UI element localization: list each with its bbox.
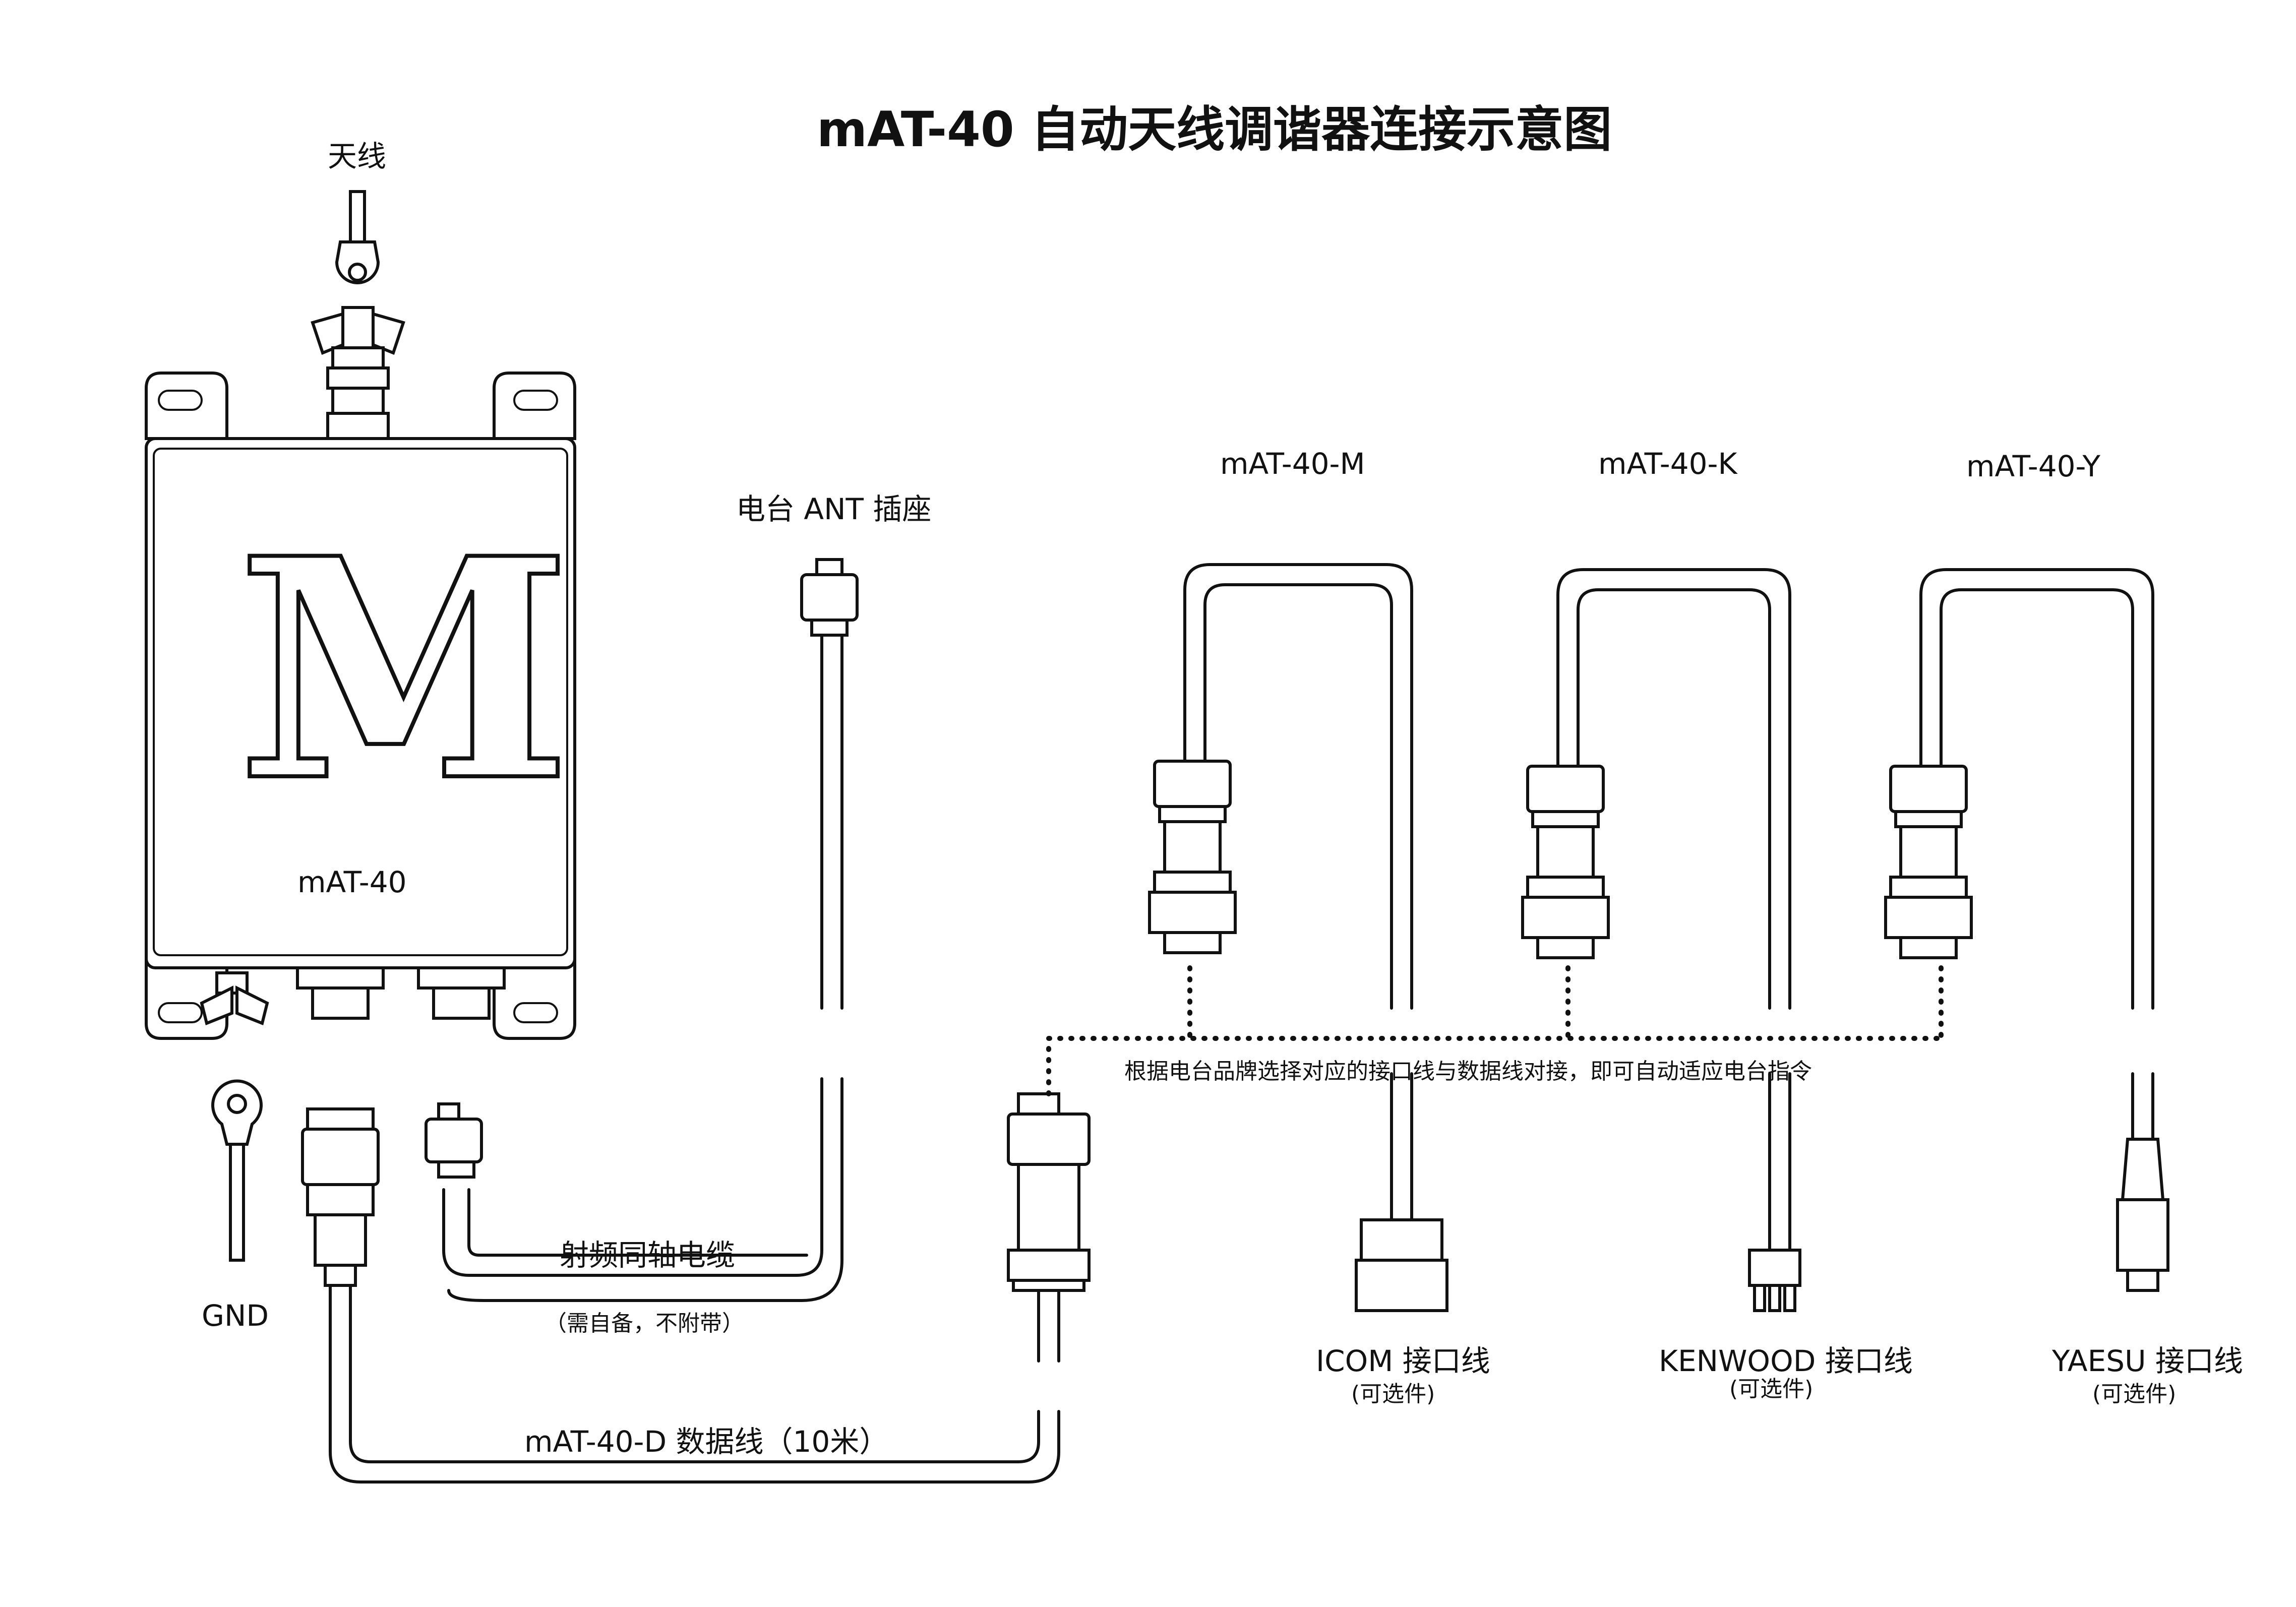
- adapter-k-interface: KENWOOD 接口线: [1659, 1344, 1913, 1378]
- coax-plug: [425, 1102, 483, 1179]
- adapter-y-model: mAT-40-Y: [1966, 449, 2101, 483]
- adapter-m-plug: [1148, 760, 1237, 954]
- antenna-label: 天线: [328, 139, 386, 173]
- coax-label: 射频同轴电缆: [560, 1238, 735, 1272]
- data-cable-plug-tuner-end: [301, 1107, 380, 1287]
- adapter-k-optional: (可选件): [1729, 1376, 1813, 1402]
- adapter-m-interface: ICOM 接口线: [1316, 1344, 1490, 1378]
- tuner-logo: M: [237, 492, 572, 848]
- antenna-ring-terminal: [335, 190, 380, 284]
- adapter-k-model: mAT-40-K: [1598, 447, 1738, 481]
- data-cable: [329, 1284, 1060, 1484]
- dotted-link-bus: [1046, 965, 1944, 1096]
- antenna-wing-nut: [311, 306, 405, 440]
- adapter-m-cable: [1183, 563, 1413, 1221]
- tuner-enclosure: [145, 372, 576, 1040]
- yaesu-connector: [2116, 1138, 2169, 1292]
- adapter-m-model: mAT-40-M: [1220, 447, 1365, 481]
- adapter-k-plug: [1521, 765, 1610, 959]
- instruction-note: 根据电台品牌选择对应的接口线与数据线对接，即可自动适应电台指令: [1124, 1059, 1812, 1084]
- gnd-label: GND: [202, 1299, 269, 1333]
- adapter-k-cable: [1556, 568, 1791, 1252]
- icom-connector: [1355, 1218, 1448, 1312]
- data-cable-plug-adapter-end: [1007, 1092, 1091, 1292]
- tuner-model-label: mAT-40: [297, 865, 407, 899]
- adapter-y-cable: [1919, 568, 2154, 1141]
- tuner-gnd-terminal: [200, 971, 269, 1026]
- kenwood-connector: [1748, 1249, 1801, 1312]
- tuner-data-port: [296, 966, 385, 1020]
- diagram-title: mAT-40 自动天线调谐器连接示意图: [817, 101, 1612, 158]
- adapter-y-optional: (可选件): [2092, 1381, 2176, 1407]
- gnd-ring-terminal: [211, 1079, 263, 1262]
- adapter-m-optional: (可选件): [1351, 1381, 1435, 1407]
- coax-cable: [442, 634, 843, 1302]
- adapter-y-interface: YAESU 接口线: [2051, 1344, 2243, 1378]
- data-cable-tail: [1037, 1289, 1060, 1363]
- adapter-y-plug: [1884, 765, 1973, 959]
- coax-note: （需自备，不附带）: [545, 1311, 744, 1336]
- tuner-rf-port: [417, 966, 506, 1020]
- data-cable-label: mAT-40-D 数据线（10米）: [524, 1425, 888, 1459]
- radio-ant-label: 电台 ANT 插座: [736, 492, 931, 526]
- radio-ant-connector: [800, 558, 859, 637]
